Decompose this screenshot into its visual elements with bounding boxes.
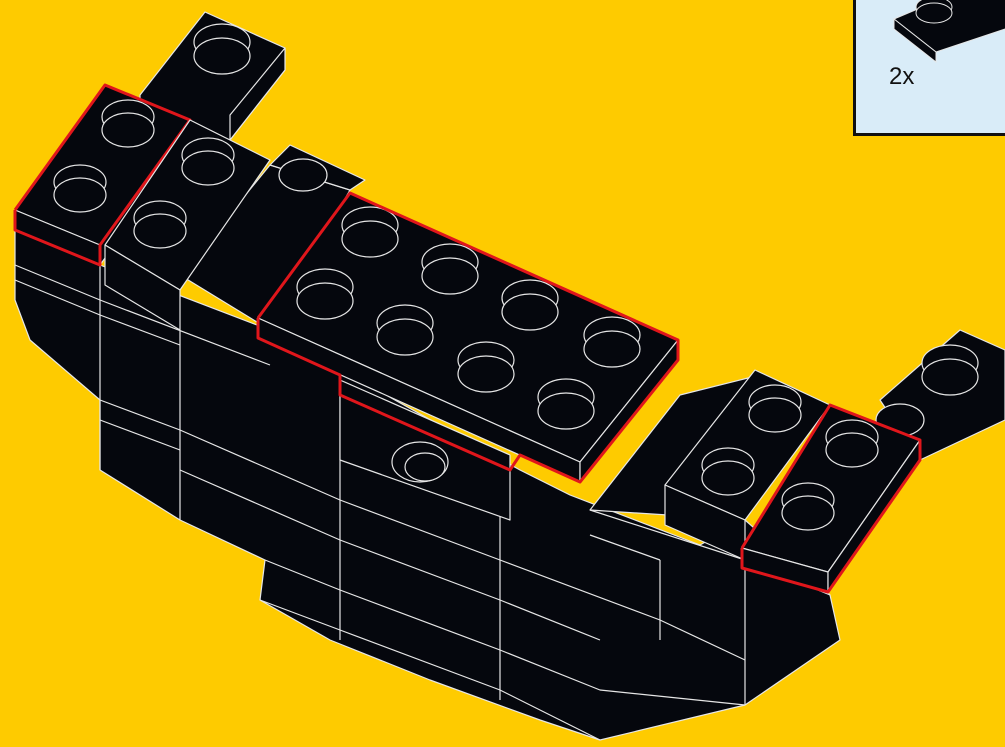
parts-callout-box: 2x	[853, 0, 1005, 136]
black-plate-icon	[856, 0, 1005, 139]
quantity-label: 2x	[889, 63, 914, 91]
